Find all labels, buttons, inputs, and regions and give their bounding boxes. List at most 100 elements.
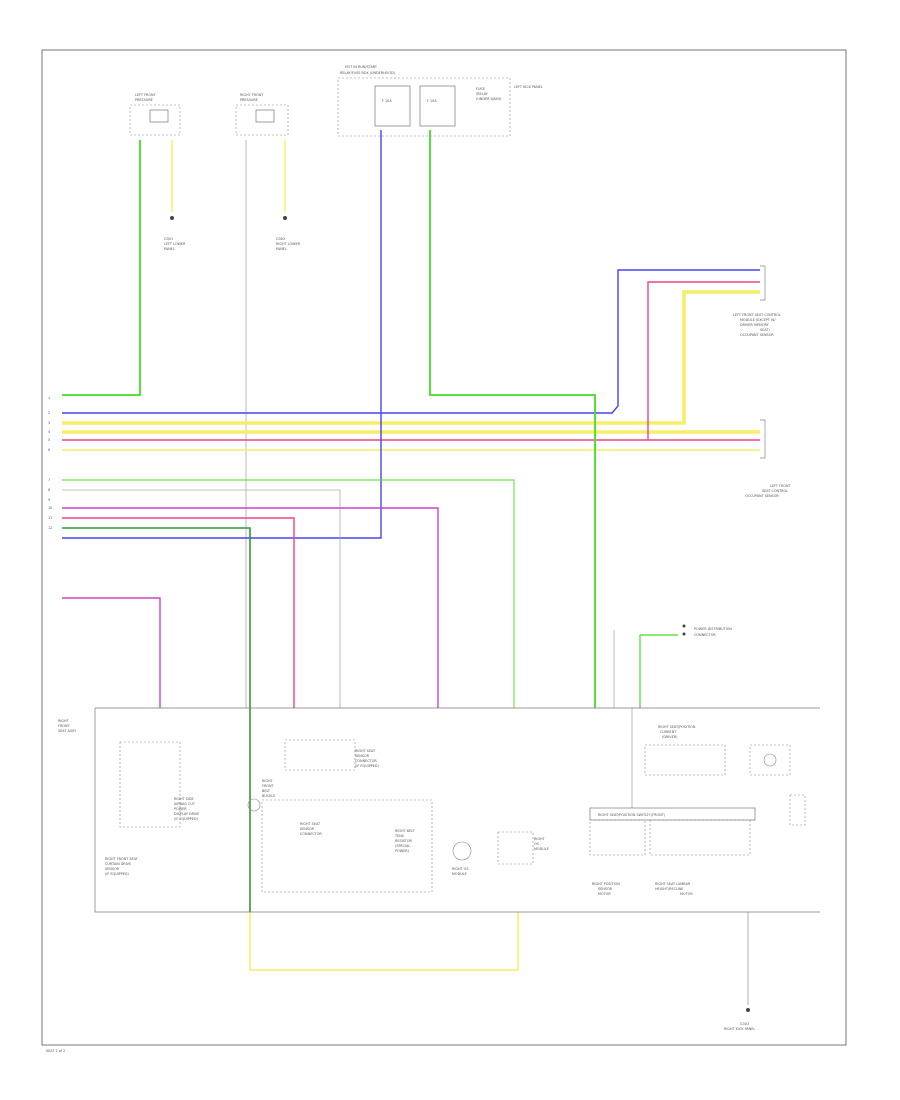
wire-darkgreen <box>62 527 251 912</box>
right-reader-line-1: RIGHT FRONT <box>240 93 264 97</box>
lf-seat-module: LEFT FRONT SEAT CONTROL MODULE (EXCEPT W… <box>733 265 781 337</box>
lf-module-1: LEFT FRONT SEAT CONTROL <box>733 313 781 317</box>
left-ground: G301 LEFT LOWER PANEL <box>164 216 186 251</box>
right-seat-pos-3: MOTOR <box>598 892 611 896</box>
cap-1: RIGHT OS <box>452 867 469 871</box>
main-unit-1: RIGHT <box>262 779 274 783</box>
connector-pin-label: 10 <box>48 506 52 510</box>
rear-switch-4: DISPLAY DRIVE <box>174 812 199 816</box>
left-reader-line-1: LEFT FRONT <box>135 93 157 97</box>
bottom-ground: G303 RIGHT KICK PANEL <box>724 1008 755 1031</box>
connector-pin-label: 12 <box>48 526 52 530</box>
wire-green-left <box>62 140 141 396</box>
main-unit-3: BELT <box>262 789 271 793</box>
belt-sw-3: RESISTOR <box>395 839 413 843</box>
center-box-2: SENSOR <box>300 827 315 831</box>
connector-pin-label: 11 <box>48 516 52 520</box>
seat-assembly: RIGHT FRONT SEAT ASSY RIGHT SIDE AIRBAG … <box>58 707 820 913</box>
left-ground-1: G301 <box>164 237 173 241</box>
lumbar-3: MOTOR <box>680 892 693 896</box>
lumbar-1: RIGHT SEAT LUMBAR <box>655 882 691 886</box>
occupant-3: (DRIVER) <box>662 735 678 739</box>
right-reader-line-2: PRESSURE <box>240 98 258 102</box>
bottom-ground-id: G303 <box>740 1022 749 1026</box>
rf-seat-module: LEFT FRONT SEAT CONTROL OCCUPANT SENSOR <box>745 419 792 498</box>
side-label-2: FRONT <box>58 724 71 728</box>
connector-pin-label: 4 <box>48 430 50 434</box>
wires <box>62 130 760 1005</box>
lumbar-2: HEIGHT/RECLINE <box>655 887 684 891</box>
main-unit-4: BUCKLE <box>262 794 275 798</box>
left-front-reader: LEFT FRONT PRESSURE <box>129 93 181 136</box>
wire-lightgreen <box>62 479 515 708</box>
connector-pin-label: 1 <box>48 396 50 400</box>
diagram-frame <box>41 49 847 1046</box>
lf-module-3: DRIVER MEMORY <box>740 323 770 327</box>
center-switch-2: SENSOR <box>355 754 370 758</box>
side-label-3: SEAT ASSY <box>58 729 77 733</box>
wire-pink-lower <box>62 517 295 708</box>
rf-module-1: LEFT FRONT <box>770 484 792 488</box>
wire-green-fuse <box>429 130 596 708</box>
connector-pin-label: 7 <box>48 478 50 482</box>
center-switch-4: (IF EQUIPPED) <box>355 764 379 768</box>
cap-2: MODULE <box>452 872 467 876</box>
belt-sw-2: TENS <box>394 834 404 838</box>
fuse-box-title-1: HOT IN RUN/START <box>345 65 378 69</box>
rear-switch-3: POWER <box>174 807 187 811</box>
ground-label-1: POWER DISTRIBUTION <box>694 627 732 631</box>
rear-module-1: RIGHT FRONT SEAT <box>105 857 139 861</box>
center-box-3: CONNECTOR <box>300 832 322 836</box>
wire-blue-lower <box>62 130 382 539</box>
right-ground: G302 RIGHT LOWER PANEL <box>276 216 301 251</box>
rear-switch-2: AIRBAG CUT <box>174 802 196 806</box>
seat-bar-label: RIGHT SEAT/POSITION SWITCH (FRONT) <box>598 813 666 817</box>
connector-pin-label: 2 <box>48 411 50 415</box>
wire-pink-up <box>647 281 760 440</box>
fuse-note-1: FUSE <box>476 87 485 91</box>
wire-magenta-left <box>62 597 161 708</box>
rear-module-3: SENSOR <box>105 867 120 871</box>
center-switch-3: CONNECTOR <box>355 759 377 763</box>
connector-pin-label: 8 <box>48 488 50 492</box>
left-ground-3: PANEL <box>164 247 175 251</box>
right-ground-3: PANEL <box>276 247 287 251</box>
lf-module-5: OCCUPANT SENSOR <box>740 333 774 337</box>
wire-yellow-bottom <box>249 912 519 971</box>
connector-pin-label: 6 <box>48 448 50 452</box>
rear-module-2: CURTAIN DRIVE <box>105 862 131 866</box>
rear-module-4: (IF EQUIPPED) <box>105 872 129 876</box>
connector-pin-label: 3 <box>48 421 50 425</box>
rear-switch-1: RIGHT SIDE <box>174 797 194 801</box>
ps-box-1: RIGHT <box>534 837 546 841</box>
fuse-note-3: (UNDER DASH) <box>476 97 502 101</box>
lf-module-4: SEAT) <box>760 328 770 332</box>
rear-switch-5: (IF EQUIPPED) <box>174 817 198 821</box>
right-seat-pos-1: RIGHT POSITION <box>592 882 620 886</box>
right-ground-1: G302 <box>276 237 285 241</box>
fuse-b-label: F 10A <box>427 99 437 103</box>
left-reader-line-2: PRESSURE <box>135 98 153 102</box>
fuse-a-label: F 10A <box>382 99 392 103</box>
footer-label: SEAT 2 of 2 <box>46 1049 65 1053</box>
fuse-note-4: LEFT KICK PANEL <box>514 85 543 89</box>
fuse-box-title-2: RELAY/FUSE BOX (UNDERHOOD) <box>340 71 396 75</box>
belt-sw-5: POWER) <box>395 849 410 853</box>
fuse-box: HOT IN RUN/START RELAY/FUSE BOX (UNDERHO… <box>337 65 543 137</box>
center-switch-1: RIGHT SEAT <box>355 749 376 753</box>
right-seat-pos-2: SENSOR <box>598 887 613 891</box>
power-distribution: POWER DISTRIBUTION CONNECTOR <box>682 624 732 637</box>
ps-box-3: MODULE <box>534 847 549 851</box>
wire-magenta <box>62 507 439 708</box>
wire-gray-a <box>62 489 341 708</box>
belt-sw-4: (SPECIAL <box>395 844 410 848</box>
connector-pin-label: 9 <box>48 498 50 502</box>
fuse-note-2: /RELAY <box>476 92 489 96</box>
occupant-1: RIGHT SEAT/POSITION <box>658 725 696 729</box>
ps-box-2: OS <box>534 842 539 846</box>
center-box-1: RIGHT SEAT <box>300 822 321 826</box>
connector-pin-label: 5 <box>48 438 50 442</box>
lf-module-2: MODULE (EXCEPT W/ <box>740 318 776 322</box>
